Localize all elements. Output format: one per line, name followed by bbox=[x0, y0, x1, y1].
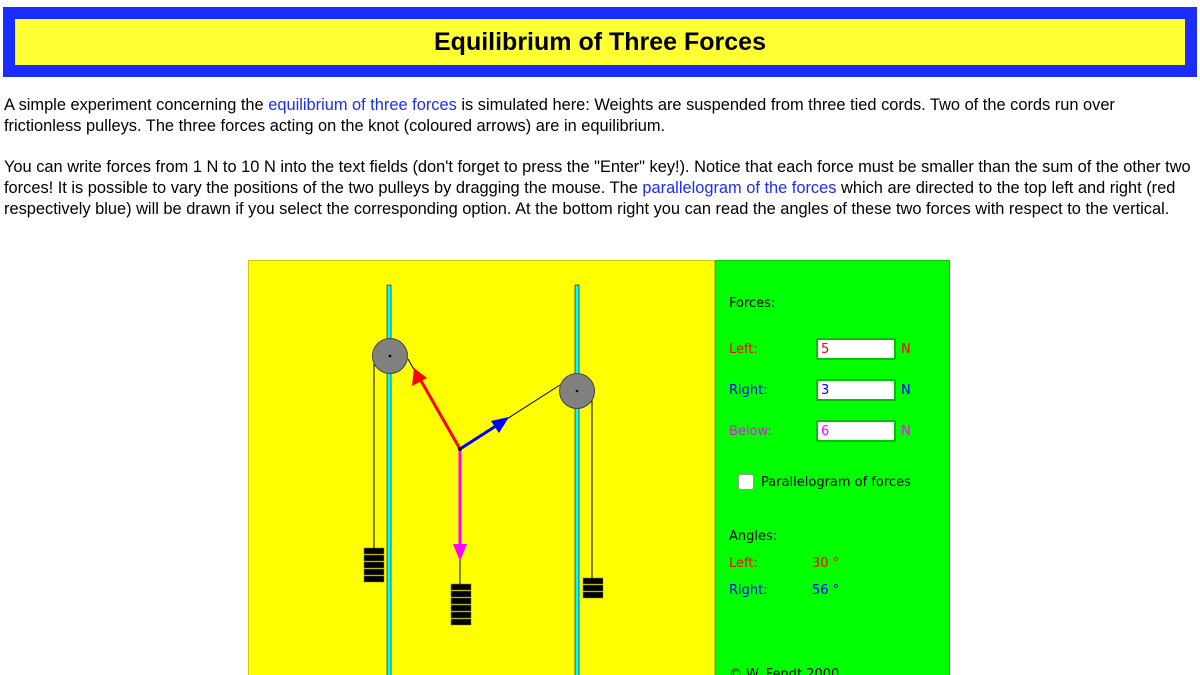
left-weight-plate bbox=[363, 554, 385, 562]
right-weight-plate bbox=[582, 591, 604, 599]
right-pulley-axle bbox=[575, 389, 579, 393]
left-force-input[interactable] bbox=[816, 338, 896, 360]
angle-left-value: 30 ° bbox=[812, 556, 840, 571]
below-weight-plate bbox=[450, 604, 472, 612]
left-weight-plate bbox=[363, 575, 385, 583]
below-weight-plate bbox=[450, 611, 472, 619]
title-banner: Equilibrium of Three Forces bbox=[3, 7, 1197, 77]
parallelogram-link[interactable]: parallelogram of the forces bbox=[642, 179, 837, 197]
equilibrium-link[interactable]: equilibrium of three forces bbox=[268, 96, 457, 114]
below-weight-plate bbox=[450, 590, 472, 598]
parallelogram-checkbox[interactable] bbox=[738, 474, 754, 490]
left-pulley-axle bbox=[388, 354, 392, 358]
left-force-arrow-head bbox=[412, 368, 427, 386]
copyright: © W. Fendt 2000 bbox=[729, 667, 840, 675]
left-force-arrow-shaft bbox=[418, 378, 462, 450]
knot bbox=[458, 447, 462, 451]
angle-right-label: Right: bbox=[729, 583, 768, 598]
left-weight-plate bbox=[363, 547, 385, 555]
below-force-label: Below: bbox=[729, 424, 772, 439]
below-weight-plate bbox=[450, 583, 472, 591]
left-force-label: Left: bbox=[729, 342, 758, 357]
angles-heading: Angles: bbox=[729, 529, 778, 544]
forces-heading: Forces: bbox=[729, 296, 776, 311]
control-panel: Forces: Left: N Right: N Below: N Parall… bbox=[715, 260, 950, 675]
right-force-arrow-head bbox=[491, 417, 509, 433]
below-weight-plate bbox=[450, 597, 472, 605]
right-force-input[interactable] bbox=[816, 379, 896, 401]
simulation-canvas[interactable] bbox=[248, 260, 715, 675]
below-weight-plate bbox=[450, 618, 472, 626]
angle-right-value: 56 ° bbox=[812, 583, 840, 598]
page-title: Equilibrium of Three Forces bbox=[434, 28, 766, 56]
left-rod bbox=[386, 284, 392, 675]
weights-group bbox=[363, 547, 604, 626]
left-weight-plate bbox=[363, 568, 385, 576]
below-force-arrow-head bbox=[453, 544, 467, 561]
left-force-unit: N bbox=[901, 342, 911, 357]
angle-left-label: Left: bbox=[729, 556, 758, 571]
right-force-label: Right: bbox=[729, 383, 768, 398]
below-force-unit: N bbox=[901, 424, 911, 439]
simulation-drawing[interactable] bbox=[249, 261, 716, 675]
right-weight-plate bbox=[582, 577, 604, 585]
right-rod bbox=[574, 284, 580, 675]
right-force-unit: N bbox=[901, 383, 911, 398]
intro-paragraph-1: A simple experiment concerning the equil… bbox=[4, 96, 1115, 135]
intro-paragraph-2: You can write forces from 1 N to 10 N in… bbox=[4, 158, 1191, 218]
parallelogram-label[interactable]: Parallelogram of forces bbox=[761, 475, 911, 490]
left-weight-plate bbox=[363, 561, 385, 569]
right-force-arrow-shaft bbox=[459, 422, 500, 451]
right-weight-plate bbox=[582, 584, 604, 592]
below-force-input[interactable] bbox=[816, 420, 896, 442]
